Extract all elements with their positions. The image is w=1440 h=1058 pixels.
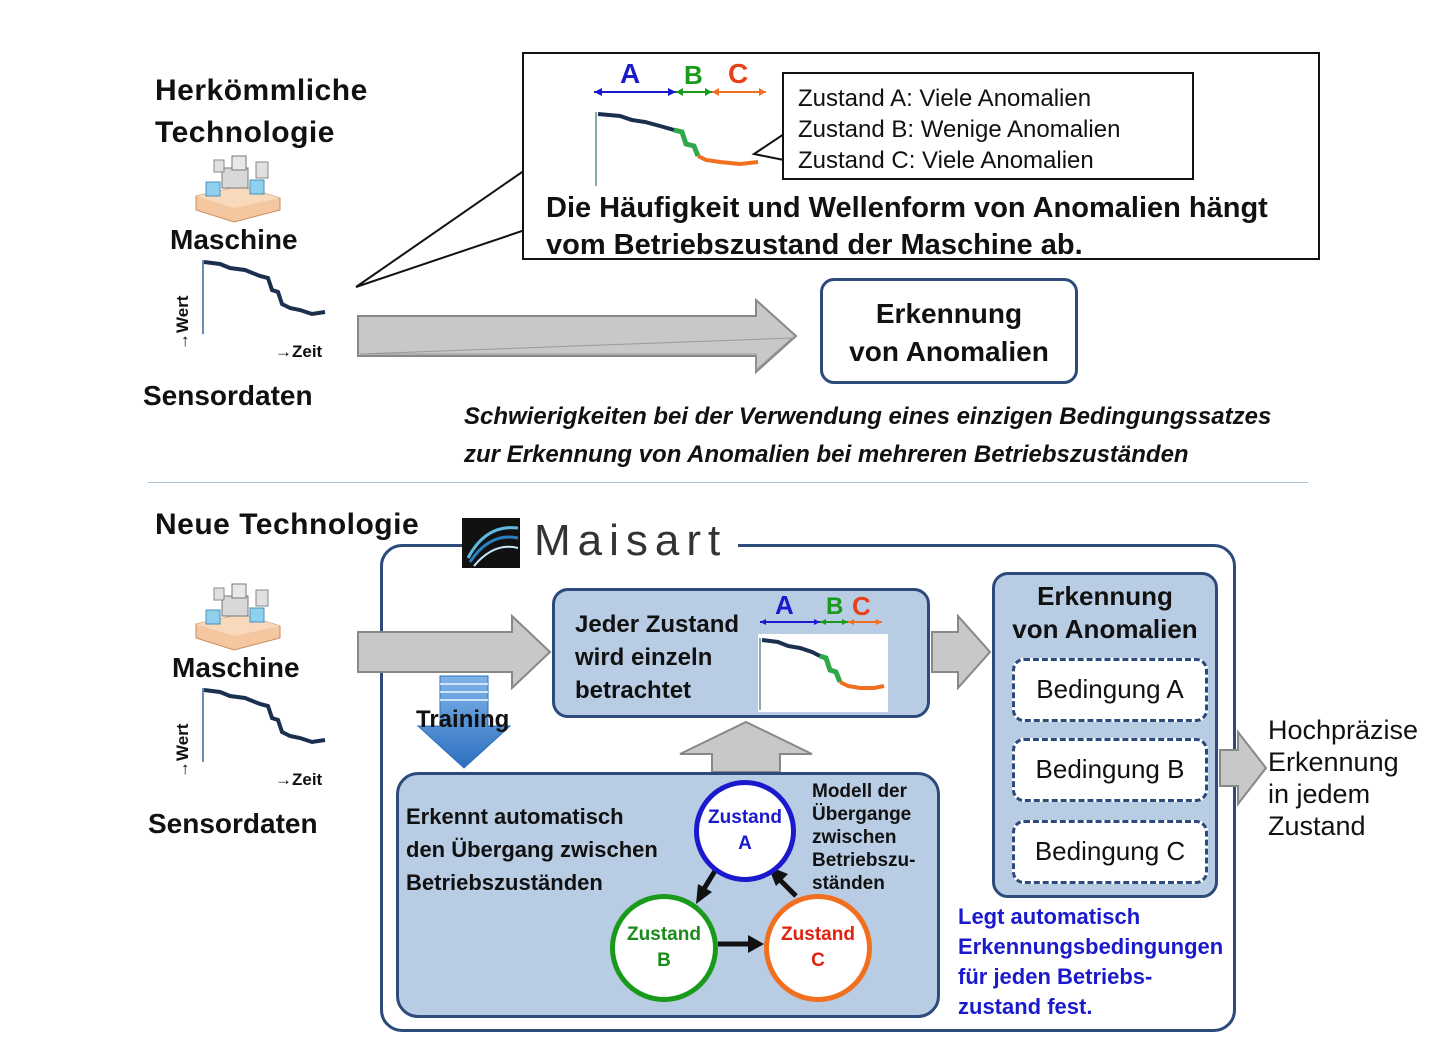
to-detection-arrow xyxy=(931,613,992,691)
condition-a: Bedingung A xyxy=(1012,658,1208,722)
result-line1: Hochpräzise xyxy=(1268,715,1419,745)
conventional-heading: Herkömmliche Technologie xyxy=(155,70,368,154)
model-text: Modell der Übergange zwischen Betriebszu… xyxy=(812,780,915,895)
auto-cond-line1: Legt automatisch xyxy=(958,904,1141,929)
state-b-word: Zustand xyxy=(627,924,701,945)
auto-conditions-text: Legt automatisch Erkennungsbedingungen f… xyxy=(958,902,1223,1022)
segment-b-label: B xyxy=(684,60,703,90)
state-a-letter: A xyxy=(738,833,752,854)
segmented-waveform-icon xyxy=(594,88,766,186)
machine-icon xyxy=(195,583,281,651)
auto-line1: Erkennt automatisch xyxy=(406,804,624,829)
output-arrow xyxy=(1219,729,1268,807)
axis-x-label-new: →Zeit xyxy=(275,770,323,789)
machine-icon xyxy=(195,155,281,223)
maisart-logo-icon xyxy=(462,518,520,568)
segment-c-label-new: C xyxy=(852,591,871,621)
state-c-circle: Zustand C xyxy=(764,894,872,1002)
difficulty-text: Schwierigkeiten bei der Verwendung eines… xyxy=(464,398,1271,474)
state-a-word: Zustand xyxy=(708,807,782,828)
axis-x-label: →Zeit xyxy=(275,342,323,361)
auto-transition-text: Erkennt automatisch den Übergang zwische… xyxy=(406,800,658,899)
sensor-label: Sensordaten xyxy=(143,380,313,411)
conventional-heading-line1: Herkömmliche xyxy=(155,74,368,107)
sensor-waveform-icon xyxy=(202,688,326,762)
result-line4: Zustand xyxy=(1268,811,1366,841)
model-line1: Modell der xyxy=(812,781,908,802)
maisart-frame xyxy=(380,544,1236,1032)
auto-line2: den Übergang zwischen xyxy=(406,837,658,862)
machine-label: Maschine xyxy=(170,224,298,255)
state-a-circle: Zustand A xyxy=(694,780,796,882)
sensor-label-new: Sensordaten xyxy=(148,808,318,839)
brand-name: Maisart xyxy=(534,516,728,565)
model-line5: ständen xyxy=(812,873,885,894)
each-state-line1: Jeder Zustand xyxy=(575,611,740,638)
detection-title-line1: Erkennung xyxy=(1037,581,1173,611)
statement-line2: vom Betriebszustand der Maschine ab. xyxy=(546,229,1083,261)
statement-line1: Die Häufigkeit und Wellenform von Anomal… xyxy=(546,192,1268,224)
maisart-logo: Maisart xyxy=(462,516,738,570)
section-divider xyxy=(148,482,1308,483)
result-text: Hochpräzise Erkennung in jedem Zustand xyxy=(1268,714,1418,842)
sensor-waveform-icon xyxy=(202,260,326,334)
segment-a-label-new: A xyxy=(775,590,794,620)
each-state-text: Jeder Zustand wird einzeln betrachtet xyxy=(575,608,739,707)
segmented-waveform-icon xyxy=(759,619,885,710)
difficulty-line2: zur Erkennung von Anomalien bei mehreren… xyxy=(464,441,1189,468)
model-line3: zwischen xyxy=(812,827,897,848)
callout-statement: Die Häufigkeit und Wellenform von Anomal… xyxy=(546,190,1268,264)
state-b-circle: Zustand B xyxy=(610,894,718,1002)
difficulty-line1: Schwierigkeiten bei der Verwendung eines… xyxy=(464,403,1272,430)
machine-label-new: Maschine xyxy=(172,652,300,683)
auto-cond-line3: für jeden Betriebs- xyxy=(958,964,1153,989)
auto-cond-line4: zustand fest. xyxy=(958,994,1093,1019)
process-arrow xyxy=(357,297,798,375)
auto-line3: Betriebszuständen xyxy=(406,870,603,895)
conventional-heading-line2: Technologie xyxy=(155,116,335,149)
training-arrow xyxy=(416,675,512,769)
auto-cond-line2: Erkennungsbedingungen xyxy=(958,934,1224,959)
segment-a-label: A xyxy=(620,58,641,89)
states-box: Zustand A: Viele Anomalien Zustand B: We… xyxy=(782,72,1194,180)
detection-title: Erkennung von Anomalien xyxy=(992,580,1218,646)
segment-c-label: C xyxy=(728,58,749,89)
mini-chart-bg xyxy=(758,634,888,712)
state-c-letter: C xyxy=(811,950,825,971)
result-line3: in jedem xyxy=(1268,779,1371,809)
input-arrow xyxy=(357,613,552,691)
result-line2: Erkennung xyxy=(1268,747,1399,777)
state-a-text: Zustand A: Viele Anomalien xyxy=(798,85,1092,112)
state-b-letter: B xyxy=(657,950,671,971)
model-line4: Betriebszu- xyxy=(812,850,916,871)
detection-title-line2: von Anomalien xyxy=(1012,614,1198,644)
new-heading: Neue Technologie xyxy=(155,508,420,541)
each-state-line2: wird einzeln xyxy=(575,644,713,671)
each-state-line3: betrachtet xyxy=(575,677,692,704)
segment-b-label-new: B xyxy=(826,593,844,620)
state-c-word: Zustand xyxy=(781,924,855,945)
detection-line2: von Anomalien xyxy=(849,336,1049,367)
detection-box: Erkennung von Anomalien xyxy=(820,278,1078,384)
state-c-text: Zustand C: Viele Anomalien xyxy=(798,147,1094,174)
condition-c: Bedingung C xyxy=(1012,820,1208,884)
state-b-text: Zustand B: Wenige Anomalien xyxy=(798,116,1121,143)
training-label: Training xyxy=(416,706,510,733)
detection-line1: Erkennung xyxy=(875,298,1023,329)
model-line2: Übergange xyxy=(812,804,912,825)
condition-b: Bedingung B xyxy=(1012,738,1208,802)
